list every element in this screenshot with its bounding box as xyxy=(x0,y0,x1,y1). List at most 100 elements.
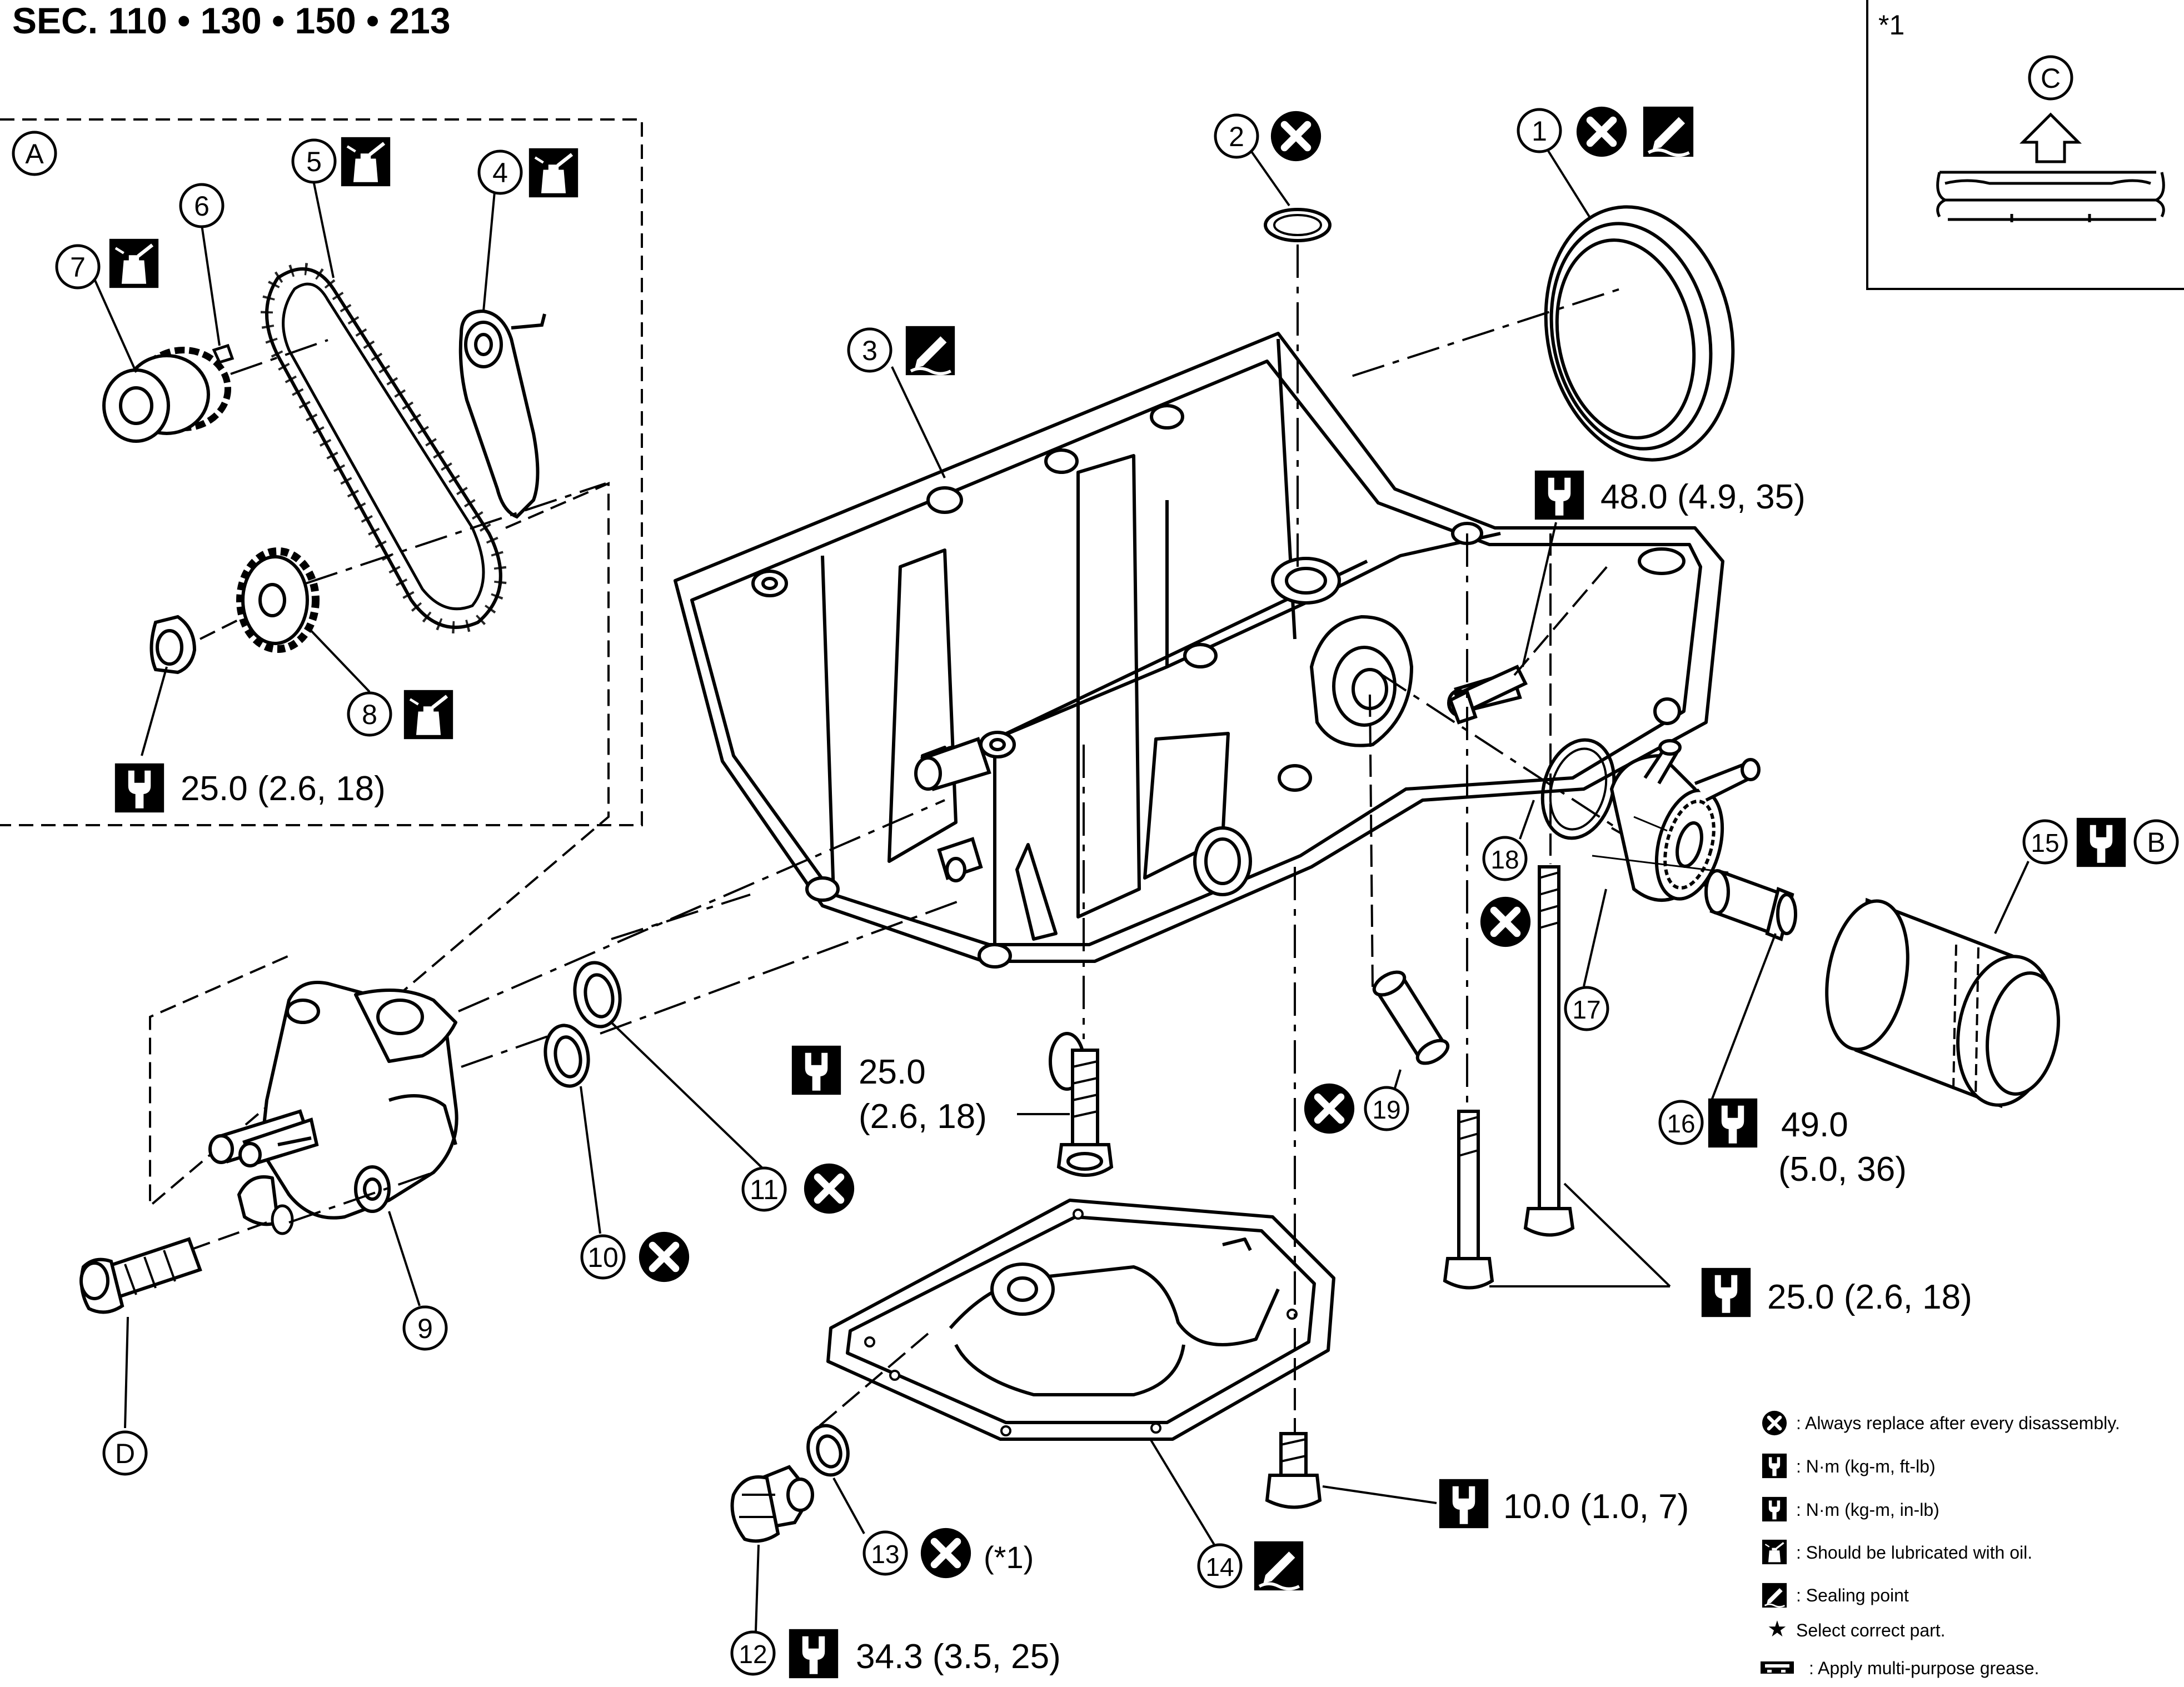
svg-text:5: 5 xyxy=(306,146,322,177)
oil-pan-bolt-upper xyxy=(1056,1049,1114,1177)
drain-plug xyxy=(730,1465,814,1543)
torque-icon xyxy=(1762,1453,1787,1479)
legend-item-oil: : Should be lubricated with oil. xyxy=(1762,1539,2032,1565)
svg-text:3: 3 xyxy=(862,335,877,366)
sealant-icon xyxy=(1762,1583,1787,1608)
bracket-bolt xyxy=(1448,665,1528,725)
detail-a-boundary xyxy=(0,118,643,826)
torque-icon xyxy=(2076,817,2126,867)
leader-line xyxy=(124,1316,129,1429)
torque-spec-drain-plug: 34.3 (3.5, 25) xyxy=(856,1638,1061,1676)
axis-line xyxy=(305,482,606,585)
svg-text:: Should be lubricated with oi: : Should be lubricated with oil. xyxy=(1796,1543,2032,1563)
replace-icon xyxy=(639,1232,689,1282)
inset-frame xyxy=(1866,0,2184,290)
callout-10: 10 xyxy=(580,1234,626,1280)
svg-text:9: 9 xyxy=(417,1313,433,1344)
svg-text:6: 6 xyxy=(194,191,210,222)
sealant-icon xyxy=(1643,107,1693,157)
label-d: D xyxy=(102,1430,148,1476)
label-a: A xyxy=(12,131,57,176)
svg-text:A: A xyxy=(25,138,44,169)
callout-9: 9 xyxy=(402,1305,448,1351)
oil-pump-sprocket xyxy=(236,547,320,653)
leader-line xyxy=(610,1021,765,1171)
replace-icon xyxy=(1577,107,1627,157)
svg-text:15: 15 xyxy=(2031,828,2059,857)
callout-18: 18 xyxy=(1482,836,1528,881)
pump-o-rings xyxy=(543,961,622,1088)
callout-3: 3 xyxy=(847,327,892,373)
legend-item-star: ★ Select correct part. xyxy=(1767,1617,1946,1641)
torque-spec-oil-pan-bolt-lower: 10.0 (1.0, 7) xyxy=(1503,1488,1689,1526)
sealant-icon xyxy=(906,326,955,375)
replace-icon xyxy=(921,1528,971,1578)
svg-text:8: 8 xyxy=(362,699,377,730)
torque-spec-studs: 25.0 (2.6, 18) xyxy=(1767,1278,1972,1316)
svg-text:11: 11 xyxy=(750,1174,779,1205)
guide-line xyxy=(1633,816,1668,832)
leader-line xyxy=(1249,149,1290,207)
front-oil-seal xyxy=(1544,205,1735,462)
torque-icon xyxy=(114,763,164,813)
sprocket-nut xyxy=(149,615,197,675)
callout-16: 16 xyxy=(1658,1100,1704,1145)
label-c: C xyxy=(2028,55,2073,101)
leader-line xyxy=(1547,149,1590,218)
leader-line xyxy=(1711,933,1777,1101)
callout-7: 7 xyxy=(55,244,101,290)
oil-filter xyxy=(1825,897,2060,1109)
callout-14: 14 xyxy=(1197,1543,1243,1589)
oil-filter-connector xyxy=(1704,869,1797,942)
oil-pan-holes xyxy=(864,1209,1298,1436)
replace-icon xyxy=(1480,897,1530,947)
callout-13: 13 xyxy=(862,1530,908,1576)
svg-text:D: D xyxy=(115,1438,135,1469)
svg-text:C: C xyxy=(2041,63,2061,94)
seal-washer-cross-section xyxy=(1936,171,2165,222)
oil-pump-shaft xyxy=(208,1109,319,1167)
axis-line xyxy=(230,339,328,375)
grease-icon xyxy=(1761,1661,1794,1674)
replace-icon xyxy=(1762,1411,1787,1435)
torque-icon xyxy=(1534,470,1584,520)
oil-pump-bolt xyxy=(79,1237,202,1314)
legend-item-seal: : Sealing point xyxy=(1762,1583,1909,1608)
axis-line xyxy=(1513,560,1613,676)
oil-can-icon xyxy=(109,239,158,288)
torque-icon xyxy=(1439,1479,1489,1529)
torque-spec-connector-sub: (5.0, 36) xyxy=(1778,1150,1907,1189)
legend: : Always replace after every disassembly… xyxy=(1761,1411,2120,1678)
axis-line xyxy=(816,1332,929,1429)
legend-item-grease: : Apply multi-purpose grease. xyxy=(1761,1658,2039,1678)
svg-text:7: 7 xyxy=(70,252,86,283)
callout-12: 12 xyxy=(730,1630,776,1676)
svg-text:2: 2 xyxy=(1229,121,1244,152)
chain-tensioner xyxy=(458,309,546,519)
svg-text:1: 1 xyxy=(1532,116,1547,147)
legend-item-replace: : Always replace after every disassembly… xyxy=(1762,1411,2120,1435)
callout-11: 11 xyxy=(741,1166,787,1212)
oil-can-icon xyxy=(341,137,390,186)
arrow-up-icon xyxy=(2019,112,2082,163)
callout-6: 6 xyxy=(179,183,225,228)
oil-can-icon xyxy=(404,690,453,739)
svg-text:: N·m (kg-m, in-lb): : N·m (kg-m, in-lb) xyxy=(1796,1500,1939,1520)
lower-cylinder-block xyxy=(674,332,1724,1091)
guide-line xyxy=(1592,855,1729,874)
replace-icon xyxy=(1304,1084,1354,1134)
torque-spec-oil-pan-bolt-sub: (2.6, 18) xyxy=(859,1097,987,1136)
timing-chain xyxy=(261,263,507,633)
svg-text:13: 13 xyxy=(871,1540,899,1569)
oil-can-icon xyxy=(529,148,578,197)
leader-line xyxy=(1322,1485,1437,1504)
torque-icon xyxy=(789,1629,839,1679)
callout-5: 5 xyxy=(291,138,337,184)
pump-axis-lines xyxy=(188,799,962,1251)
svg-text:17: 17 xyxy=(1572,995,1600,1024)
torque-icon xyxy=(1701,1267,1751,1317)
axis-line xyxy=(1377,671,1779,935)
callout-4: 4 xyxy=(477,149,523,195)
leader-line xyxy=(1994,861,2030,934)
